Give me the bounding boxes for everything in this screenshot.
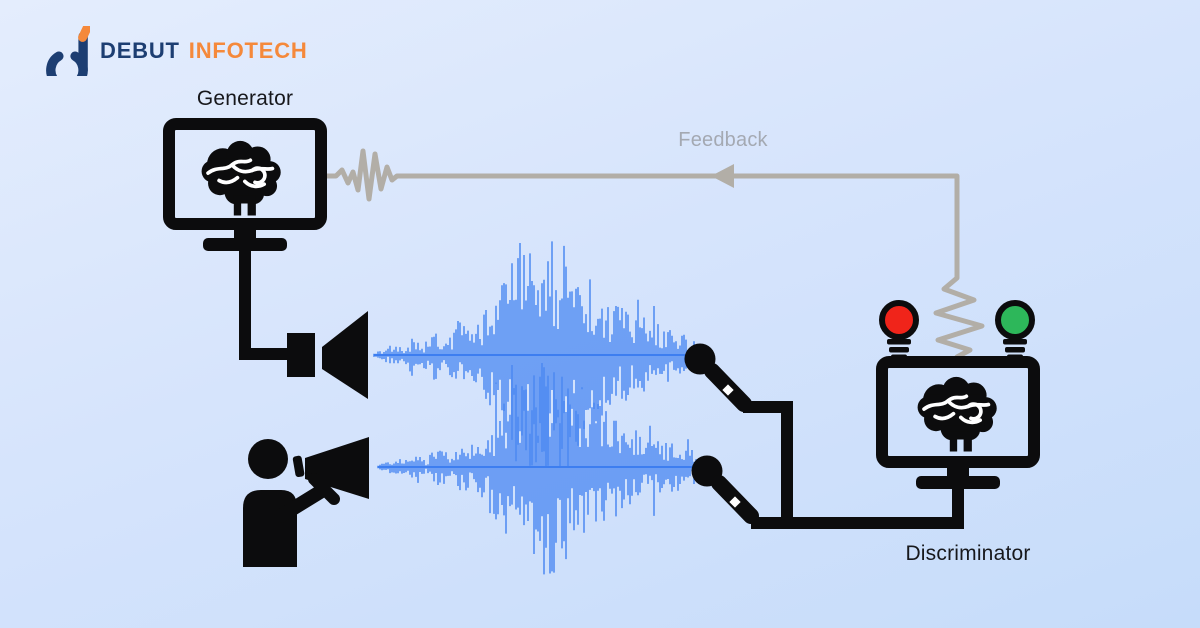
generator-label: Generator — [196, 87, 294, 110]
red-bulb-icon — [879, 300, 919, 359]
discriminator-label: Discriminator — [905, 542, 1031, 565]
speaker-icon — [287, 311, 368, 399]
top-microphone-icon — [684, 343, 752, 412]
bottom-mic-cable — [751, 486, 964, 529]
person-megaphone-icon — [243, 437, 369, 567]
discriminator-monitor-icon — [882, 362, 1034, 489]
brand-word-infotech: INFOTECH — [188, 38, 308, 63]
feedback-path — [327, 148, 985, 362]
real-waveform — [377, 363, 701, 575]
brand-logo: DEBUT INFOTECH — [46, 26, 308, 76]
brain-icon — [915, 375, 999, 454]
brain-icon — [199, 139, 283, 218]
feedback-label: Feedback — [678, 129, 768, 151]
brand-logo-icon — [46, 26, 90, 76]
generator-monitor-icon — [169, 124, 321, 251]
feedback-arrow-icon — [711, 164, 734, 188]
green-bulb-icon — [995, 300, 1035, 359]
top-mic-cable — [743, 401, 793, 525]
brand-word-debut: DEBUT — [100, 38, 180, 63]
cables — [239, 246, 964, 529]
generator-speaker-cable — [239, 246, 289, 360]
bottom-microphone-icon — [691, 455, 759, 524]
